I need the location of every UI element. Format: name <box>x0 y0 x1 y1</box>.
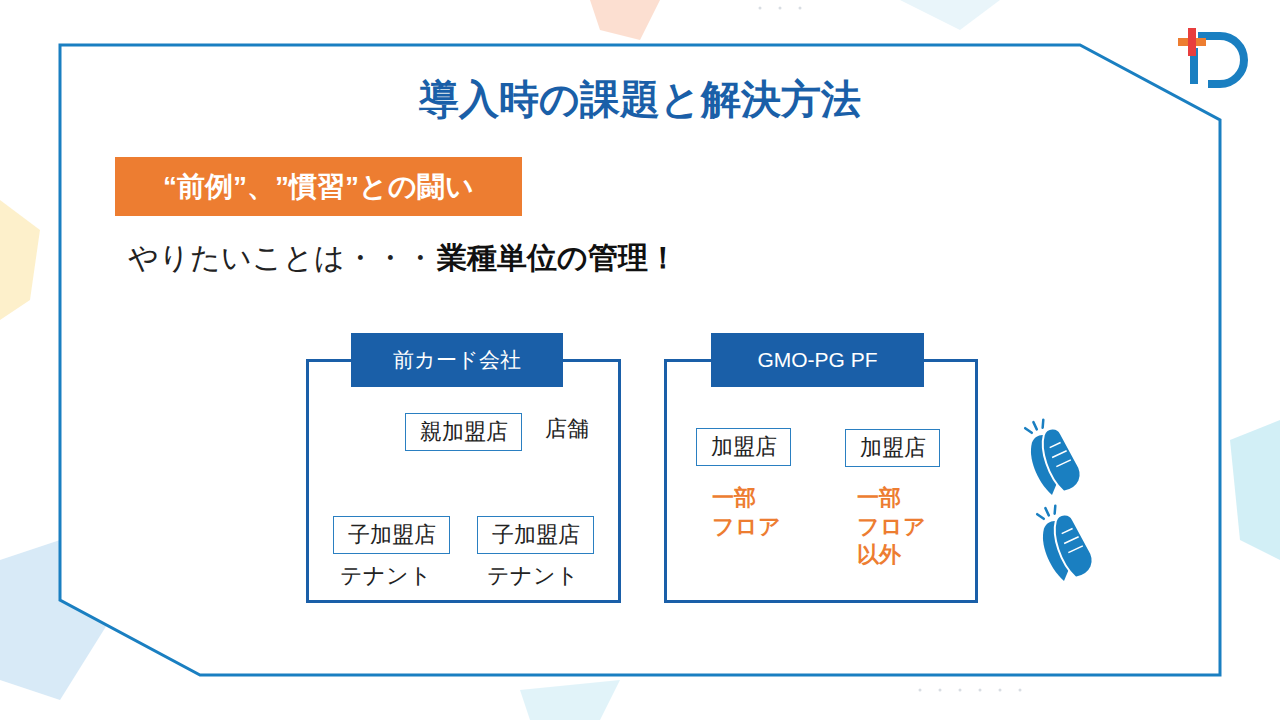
role-label: テナント <box>340 562 432 591</box>
store-box: 親加盟店 <box>405 413 522 451</box>
finger-line <box>1052 451 1067 458</box>
lead-emphasis: 業種単位の管理！ <box>437 238 678 277</box>
logo-plus <box>1188 28 1196 56</box>
clap-hands <box>1028 499 1098 586</box>
deco-shape <box>1230 420 1280 560</box>
deco-shape <box>0 200 40 320</box>
panel-tab: GMO-PG PF <box>711 333 924 387</box>
role-label: 店舗 <box>545 415 589 444</box>
spark <box>1045 508 1048 515</box>
finger-line <box>1062 529 1073 534</box>
scope-label: 一部 フロア <box>712 484 800 541</box>
store-box: 子加盟店 <box>477 516 594 554</box>
panel-heading: 前カード会社 <box>393 346 521 374</box>
spark <box>1025 426 1032 434</box>
logo <box>1178 28 1244 84</box>
deco-shape <box>590 0 660 40</box>
heading-band: “前例”、”慣習”との闘い <box>115 157 522 216</box>
slide-title: 導入時の課題と解決方法 <box>0 72 1280 127</box>
finger-line <box>1056 460 1071 467</box>
lead-text: やりたいことは・・・ <box>128 238 435 277</box>
node-text: 加盟店 <box>711 432 777 462</box>
node-text: 加盟店 <box>860 433 926 463</box>
spark <box>1033 422 1036 429</box>
deco-shape <box>520 680 620 720</box>
panel-heading: GMO-PG PF <box>757 348 877 372</box>
finger-line <box>1064 537 1079 544</box>
finger-line <box>1050 443 1061 448</box>
slide-frame <box>60 45 1220 675</box>
node-text: 子加盟店 <box>348 520 436 550</box>
spark <box>1037 512 1044 520</box>
node-text: 子加盟店 <box>492 520 580 550</box>
spark <box>1052 506 1059 514</box>
panel-tab: 前カード会社 <box>351 333 563 387</box>
hand <box>1045 511 1098 581</box>
deco-shape <box>900 0 1000 30</box>
finger-line <box>1068 546 1083 553</box>
store-box: 子加盟店 <box>333 516 450 554</box>
hand <box>1033 425 1086 495</box>
system-panel: GMO-PG PF加盟店加盟店 <box>664 359 978 603</box>
clap-icons <box>1016 413 1098 586</box>
spark <box>1040 420 1047 428</box>
store-box: 加盟店 <box>845 429 940 467</box>
store-box: 加盟店 <box>696 428 791 466</box>
node-text: 親加盟店 <box>420 417 508 447</box>
node-text: “前例”、”慣習”との闘い <box>163 168 474 206</box>
clap-hands <box>1016 413 1086 500</box>
role-label: テナント <box>487 562 579 591</box>
scope-label: 一部 フロア 以外 <box>857 484 945 570</box>
